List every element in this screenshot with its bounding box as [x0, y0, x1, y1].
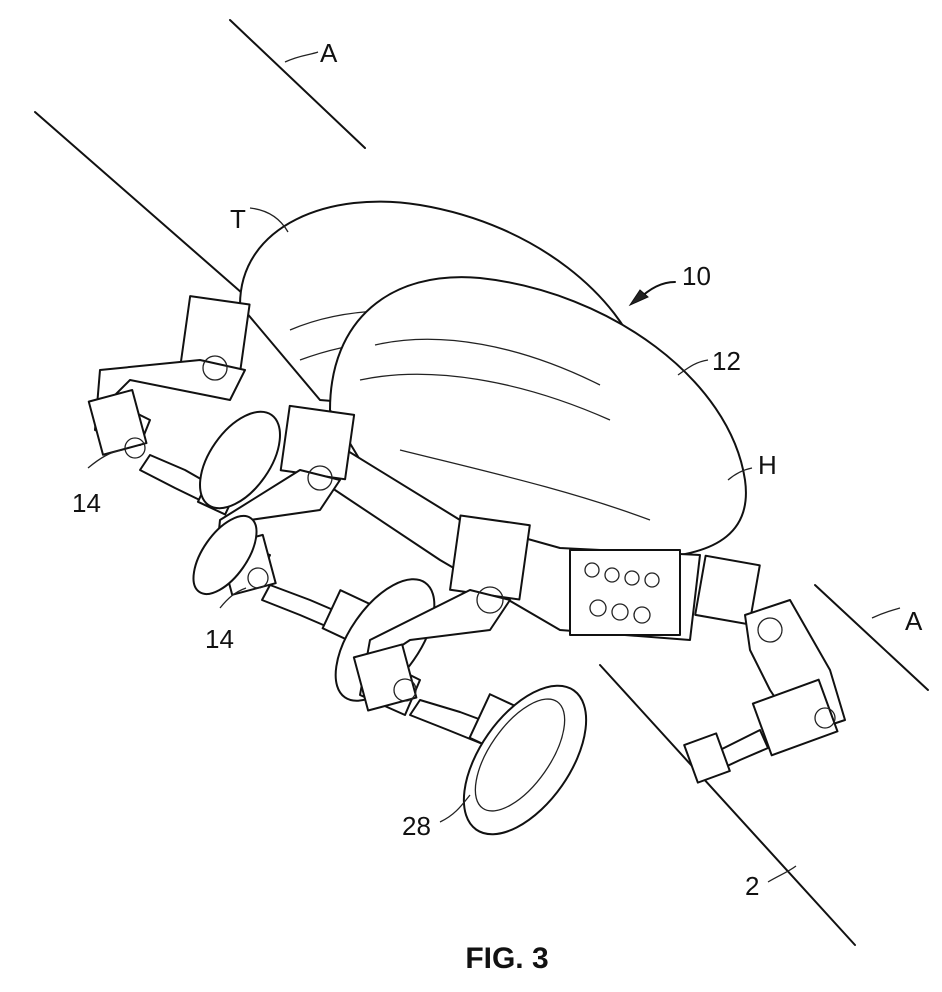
label-robot-10: 10	[682, 261, 711, 291]
label-foot-28: 28	[402, 811, 431, 841]
label-surface-2: 2	[745, 871, 759, 901]
axis-line-top	[230, 20, 365, 148]
label-body-12: 12	[712, 346, 741, 376]
label-leg-14-middle: 14	[205, 624, 234, 654]
leader-axis-top	[285, 52, 318, 62]
leg-front-suction-foot	[439, 665, 610, 856]
label-leg-14-upper: 14	[72, 488, 101, 518]
leg-upper-knee-servo	[89, 390, 147, 455]
label-axis-a-right: A	[905, 606, 923, 636]
leg-right-ankle	[684, 733, 730, 782]
leader-axis-right	[872, 608, 900, 618]
leader-surface	[768, 866, 796, 882]
label-hull-h: H	[758, 450, 777, 480]
label-thruster-t: T	[230, 204, 246, 234]
label-axis-a-top: A	[320, 38, 338, 68]
pipe-edge-upper-left	[35, 112, 250, 300]
figure-caption: FIG. 3	[465, 942, 548, 975]
electronics-bay	[570, 550, 680, 635]
leg-middle-hip-servo	[281, 406, 354, 479]
